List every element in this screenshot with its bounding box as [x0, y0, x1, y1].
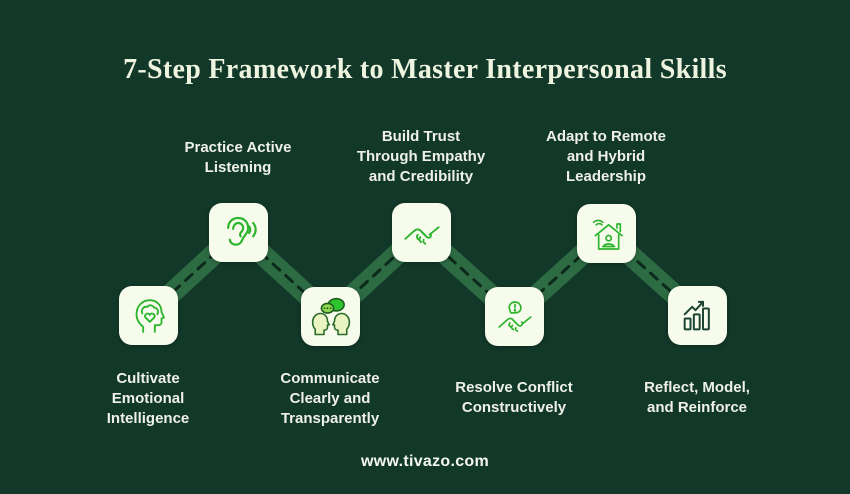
- step-label-1: Cultivate Emotional Intelligence: [106, 370, 190, 427]
- remote-work-home-icon: [592, 219, 623, 250]
- talking-heads-icon: [311, 297, 350, 335]
- step-label-5: Resolve Conflict Constructively: [455, 379, 573, 416]
- step-card-7: [668, 286, 727, 345]
- step-card-4: [392, 203, 451, 262]
- step-label-4: Build Trust Through Empathy and Credibil…: [356, 128, 486, 185]
- website-url: www.tivazo.com: [360, 453, 490, 470]
- head-brain-heart-icon: [135, 298, 165, 333]
- step-card-1: [119, 286, 178, 345]
- step-label-3: Communicate Clearly and Transparently: [280, 370, 380, 427]
- growth-chart-icon: [683, 300, 710, 330]
- handshake-icon: [403, 225, 440, 245]
- step-label-7: Reflect, Model, and Reinforce: [644, 379, 750, 416]
- ear-listening-icon: [226, 216, 257, 246]
- step-card-6: [577, 204, 636, 263]
- page-title: 7-Step Framework to Master Interpersonal…: [123, 54, 727, 85]
- step-card-2: [209, 203, 268, 262]
- conflict-handshake-icon: [497, 300, 532, 332]
- step-label-6: Adapt to Remote and Hybrid Leadership: [546, 128, 666, 185]
- step-label-2: Practice Active Listening: [184, 139, 292, 176]
- step-card-5: [485, 287, 544, 346]
- step-card-3: [301, 287, 360, 346]
